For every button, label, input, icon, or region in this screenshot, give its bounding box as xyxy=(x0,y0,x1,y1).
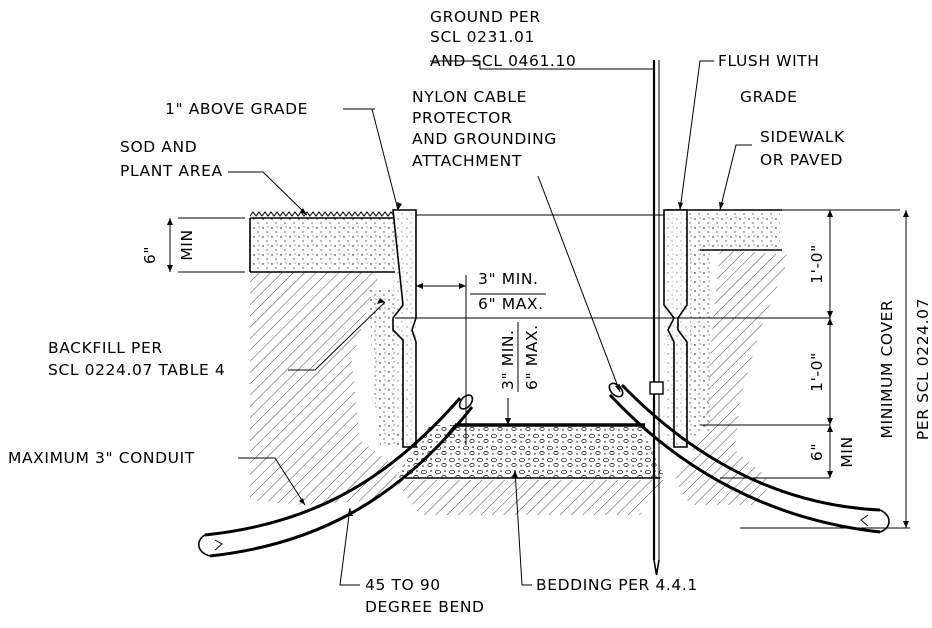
dim-sod-six-in: 6" xyxy=(141,246,159,264)
leader-lines xyxy=(228,60,752,586)
handhole-right-wall xyxy=(663,209,688,448)
label-nylon-1: NYLON CABLE xyxy=(412,88,527,106)
label-sidewalk-2: OR PAVED xyxy=(760,151,843,169)
label-nylon-4: ATTACHMENT xyxy=(412,152,522,170)
label-flush-2: GRADE xyxy=(740,88,798,106)
dim-cover-over-conduit xyxy=(505,322,519,425)
label-ground-per-3: AND SCL 0461.10 xyxy=(430,52,576,70)
label-sidewalk-1: SIDEWALK xyxy=(760,128,845,146)
label-nylon-3: AND GROUNDING xyxy=(412,130,557,148)
dim-three-min: 3" MIN. xyxy=(478,270,539,288)
label-bend-2: DEGREE BEND xyxy=(365,598,485,616)
dim-sod-thickness xyxy=(167,217,245,273)
sod-layer xyxy=(249,211,395,273)
bedding-gravel xyxy=(395,425,665,479)
dim-three-min-vertical: 3" MIN. xyxy=(499,329,517,390)
dim-wall-clearance xyxy=(416,275,546,445)
ground-rod xyxy=(649,60,664,576)
dim-min-lower: MIN xyxy=(838,436,856,467)
dim-six-max: 6" MAX. xyxy=(478,295,544,313)
cable-protector xyxy=(445,423,645,437)
label-bend-1: 45 TO 90 xyxy=(365,576,441,594)
label-conduit: MAXIMUM 3" CONDUIT xyxy=(8,449,195,467)
label-backfill-2: SCL 0224.07 TABLE 4 xyxy=(48,361,225,379)
handhole-left-wall xyxy=(392,209,417,448)
label-above-grade: 1" ABOVE GRADE xyxy=(165,100,308,118)
label-bedding: BEDDING PER 4.4.1 xyxy=(536,576,698,594)
native-soil-hatch xyxy=(250,250,790,515)
dim-per-scl: PER SCL 0224.07 xyxy=(914,298,932,440)
dim-sod-min: MIN xyxy=(178,229,196,260)
label-sod-2: PLANT AREA xyxy=(120,162,223,180)
label-ground-per-1: GROUND PER xyxy=(430,8,541,26)
dim-six-max-vertical: 6" MAX. xyxy=(523,324,541,390)
backfill-zone xyxy=(370,250,712,445)
reference-lines xyxy=(395,209,910,529)
label-sod-1: SOD AND xyxy=(120,138,197,156)
label-nylon-2: PROTECTOR xyxy=(412,109,512,127)
label-backfill-1: BACKFILL PER xyxy=(48,339,163,357)
dim-right-stack xyxy=(827,210,909,528)
label-flush-1: FLUSH WITH xyxy=(718,52,820,70)
dim-minimum-cover: MINIMUM COVER xyxy=(878,300,896,439)
dim-one-foot-lower: 1'-0" xyxy=(808,352,826,392)
dim-one-foot-upper: 1'-0" xyxy=(808,244,826,284)
right-conduit xyxy=(608,382,890,534)
dim-six-in-lower: 6" xyxy=(808,443,826,461)
label-ground-per-2: SCL 0231.01 xyxy=(430,28,535,46)
